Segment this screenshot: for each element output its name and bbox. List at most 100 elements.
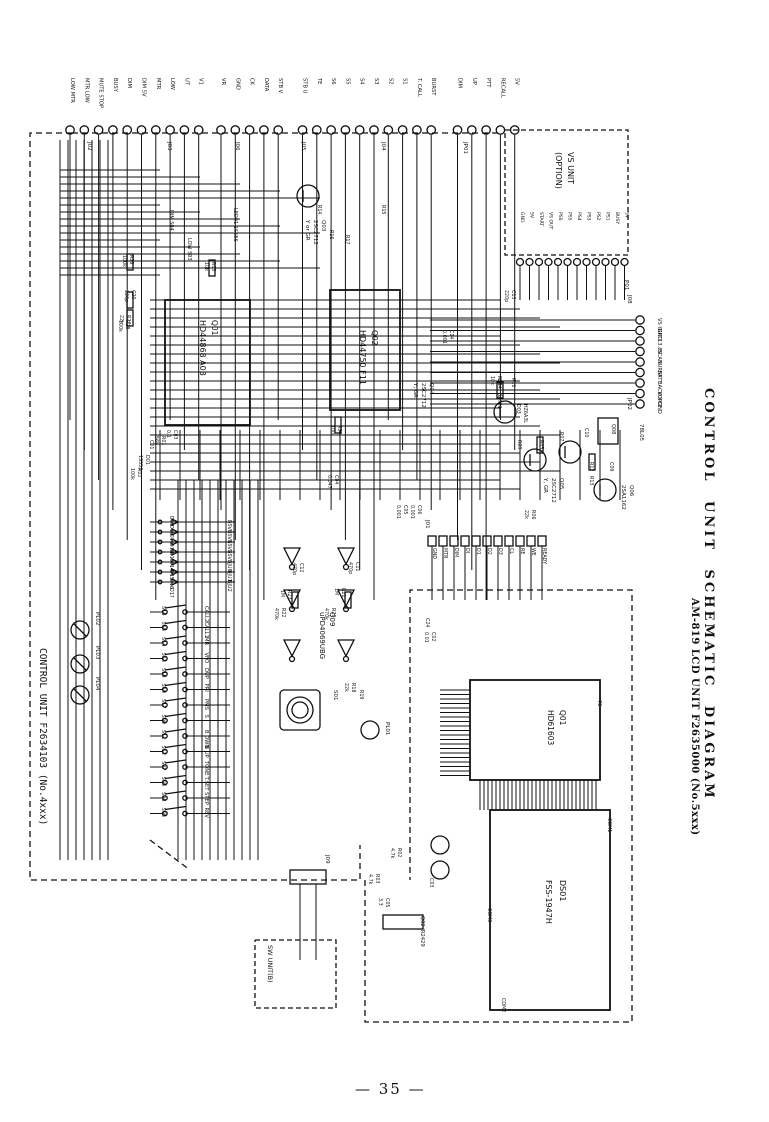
switch-contact [162, 733, 168, 739]
component-ref: R22 [280, 608, 286, 617]
switch-name: T.SET [203, 776, 209, 792]
switch-contact [182, 764, 188, 770]
pin-label-top: VR [220, 78, 226, 86]
component-ref: R16 [328, 230, 334, 239]
switch-contact [182, 702, 188, 708]
rotary-encoder [279, 689, 321, 731]
inverter-gate [336, 547, 356, 566]
connector-pin [93, 125, 104, 135]
connector-pin [65, 125, 75, 135]
component-value: 56k [153, 436, 159, 445]
vs-pin-label: BUSY [614, 212, 620, 224]
pin-label-top: S2 [387, 78, 393, 85]
inverter-gate [282, 547, 302, 566]
inverter-bubble [342, 605, 350, 613]
q03-label: Q03 [320, 220, 326, 232]
resistor [334, 416, 342, 434]
page-number: — 35 — [355, 1080, 426, 1098]
pin-label-top: V1 [198, 78, 204, 85]
q09-label: Q09 [328, 612, 336, 626]
component-ref: R09 [516, 440, 522, 449]
connector-pin [460, 535, 470, 547]
pin-label-right: VOICE [656, 392, 662, 408]
switch-label: S06 [160, 792, 166, 802]
pin-label-top: TE [316, 77, 322, 84]
connector-pin [179, 125, 190, 135]
page-title: CONTROL UNIT SCHEMATIC DIAGRAM [701, 388, 716, 801]
band-line-label: BSV2 [226, 540, 232, 553]
switch-contact [162, 717, 168, 724]
component-value: 0.01 [423, 632, 429, 643]
connector-pin [354, 125, 365, 135]
pin-76: 76 [596, 700, 602, 706]
component-ref: C12 [298, 563, 304, 572]
ds-com1: COM1 [606, 818, 612, 832]
pin-label-right: GND [656, 402, 662, 414]
connector-label-j04: J04 [380, 141, 386, 151]
lamp-label: PL01 [384, 722, 390, 735]
diode-label: D15 [168, 570, 174, 580]
component-value: 470p [347, 562, 353, 574]
connector-label-j06: J06 [234, 141, 240, 151]
component-ref: C13 [510, 290, 516, 299]
diode-label: D13 [168, 552, 174, 562]
component-ref: C06 [416, 505, 422, 514]
pin-label-top: DATA [263, 78, 269, 92]
component-ref: HZ6A3L [522, 404, 528, 423]
diode-label: D17 [168, 588, 174, 598]
switch-name: STEP [203, 792, 209, 805]
switch-contact [162, 624, 168, 631]
component-ref: R12 [588, 462, 594, 471]
pin-label-top: BURST [430, 78, 436, 96]
vs-pin-label: PS2 [595, 212, 601, 221]
component-value: 22k [118, 315, 124, 324]
inverter-gate [336, 589, 356, 608]
component-value: 10k [489, 376, 495, 385]
ic-q02-part: HD44750 F11 [358, 330, 367, 385]
dashed-link [149, 839, 191, 871]
junction [157, 539, 163, 545]
inverter-bubble [342, 655, 350, 663]
component-ref: R27 [125, 315, 131, 324]
switch-label: S13 [160, 653, 166, 663]
pin-label-top: PTT [485, 78, 491, 88]
component-value: 0.001 [395, 505, 401, 519]
band-line-label: BJU1 [226, 570, 232, 582]
connector-label-j02: J02 [86, 141, 92, 151]
lcd-display-ds01 [489, 809, 611, 1011]
switch-contact [162, 686, 168, 693]
component-value: 1M [279, 590, 285, 597]
transistor [593, 478, 617, 502]
pin-label-top: MUTE STOP [98, 78, 104, 108]
ic-q01-part: HD44868 A03 [198, 320, 207, 376]
diode [171, 527, 180, 537]
connector-pin [136, 125, 147, 135]
pin-label-top: LOW [169, 78, 175, 90]
diode [171, 577, 180, 587]
switch-lever [164, 604, 187, 609]
connector-label-j03: J03 [166, 141, 172, 151]
component-value: 0.1 [165, 430, 171, 438]
component-ref: C24 [424, 618, 430, 627]
component-ref: R28 [124, 320, 130, 329]
connector-pin [620, 257, 629, 267]
connector-pin [515, 257, 525, 267]
component-ref: R21 [340, 588, 346, 597]
encoder-shaft [291, 701, 309, 719]
switch-contact [162, 655, 168, 662]
j08-label: J08 [626, 294, 632, 304]
switch-lever [164, 697, 187, 702]
j01-pin-label: RE [519, 548, 525, 554]
pin-label-top: S6 [330, 78, 336, 85]
pin-label-top: S4 [359, 78, 365, 85]
switch-label: S10 [160, 684, 166, 694]
switch-name: TONE [203, 760, 209, 775]
connector-pin [326, 125, 336, 135]
connector-pin [340, 125, 351, 135]
switch-label: S09 [160, 715, 166, 725]
pin-label-right: GND [656, 329, 662, 341]
component-value: 0.001 [441, 330, 447, 344]
switch-lever [164, 728, 187, 733]
component-ref: R06 [530, 510, 536, 519]
vs-pin-label: GND [519, 212, 525, 223]
